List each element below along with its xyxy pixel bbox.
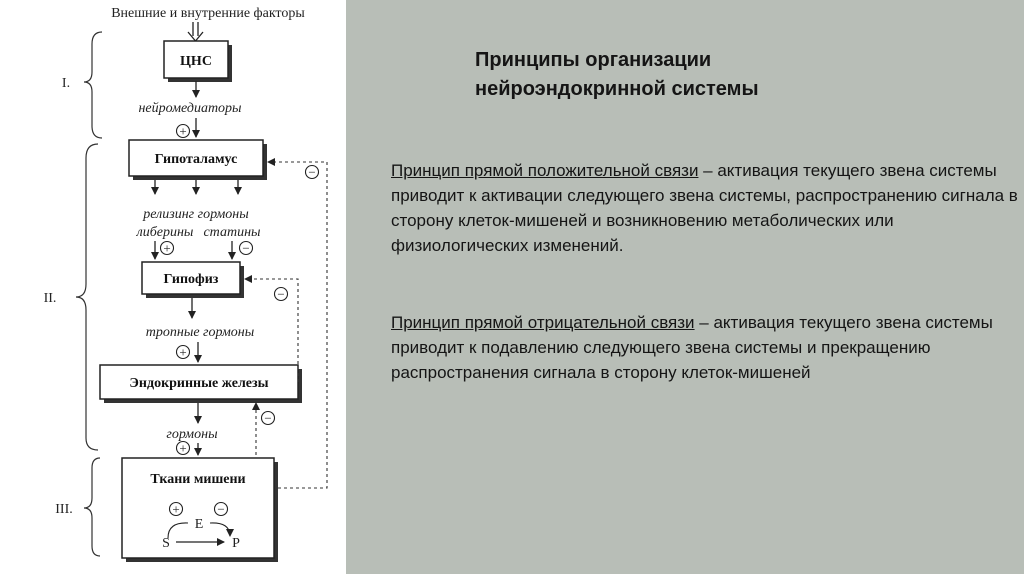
plus-sign-icon: + — [175, 124, 191, 139]
pituitary-label: Гипофиз — [164, 272, 219, 287]
level-3-label: III. — [55, 502, 73, 517]
cns-box — [163, 40, 229, 79]
principle-name: Принцип прямой отрицательной связи — [391, 313, 695, 332]
level-braces — [75, 31, 103, 557]
endocrine-glands-label: Эндокринные железы — [129, 376, 268, 391]
level-1-label: I. — [62, 76, 70, 91]
minus-sign-icon: − — [304, 165, 320, 180]
negative-feedback-principle: Принцип прямой отрицательной связи – акт… — [391, 310, 1021, 385]
arrows-into-pituitary — [151, 241, 236, 260]
target-tissues-label: Ткани мишени — [150, 472, 245, 487]
hormones-label: гормоны — [166, 427, 217, 442]
target-tissues-box — [121, 457, 275, 559]
external-internal-factors-label: Внешние и внутренние факторы — [111, 6, 305, 21]
neuromediators-label: нейромедиаторы — [138, 101, 241, 116]
pituitary-box — [141, 261, 241, 295]
hypothalamus-label: Гипоталамус — [155, 152, 238, 167]
liberins-label: либерины — [136, 225, 194, 240]
svg-text:+: + — [163, 241, 170, 256]
statins-label: статины — [203, 225, 260, 240]
plus-sign-icon: + — [168, 502, 184, 517]
substrate-label: S — [162, 536, 170, 551]
diagram-panel: Внешние и внутренние факторы ЦНС нейроме… — [0, 0, 346, 574]
svg-text:+: + — [179, 345, 186, 360]
feedback-lines — [244, 158, 328, 489]
double-arrow-icon — [187, 22, 204, 43]
releasing-hormones-label: релизинг гормоны — [142, 207, 248, 222]
principle-name: Принцип прямой положительной связи — [391, 161, 699, 180]
svg-text:+: + — [179, 124, 186, 139]
enzyme-reaction: + − E S P — [162, 502, 240, 552]
level-2-label: II. — [44, 291, 57, 306]
minus-sign-icon: − — [273, 287, 289, 302]
text-panel — [346, 0, 1024, 574]
svg-text:−: − — [277, 287, 284, 302]
tropic-hormones-label: тропные гормоны — [146, 325, 254, 340]
svg-text:−: − — [217, 502, 224, 517]
principle-text: – активация текущего звена системы приво… — [391, 313, 993, 382]
plus-sign-icon: + — [175, 345, 191, 360]
svg-text:+: + — [172, 502, 179, 517]
svg-text:+: + — [179, 441, 186, 456]
slide-title-line-2: нейроэндокринной системы — [475, 78, 759, 100]
slide-title-line-1: Принципы организации — [475, 49, 712, 71]
product-label: P — [232, 536, 240, 551]
plus-sign-icon: + — [159, 241, 175, 256]
positive-feedback-principle: Принцип прямой положительной связи – акт… — [391, 158, 1021, 258]
endocrine-glands-box — [99, 364, 299, 400]
svg-text:−: − — [264, 411, 271, 426]
minus-sign-icon: − — [260, 411, 276, 426]
svg-text:−: − — [308, 165, 315, 180]
svg-text:−: − — [242, 241, 249, 256]
hypothalamus-box — [128, 139, 264, 177]
cns-label: ЦНС — [180, 54, 212, 69]
minus-sign-icon: − — [213, 502, 229, 517]
hypothalamus-output-arrows — [151, 180, 242, 195]
slide-title: Принципы организации нейроэндокринной си… — [475, 46, 995, 104]
principle-text: – активация текущего звена системы приво… — [391, 161, 1018, 255]
plus-sign-icon: + — [175, 441, 191, 456]
enzyme-label: E — [195, 517, 204, 532]
minus-sign-icon: − — [238, 241, 254, 256]
neuroendocrine-diagram: Внешние и внутренние факторы ЦНС нейроме… — [44, 6, 328, 562]
